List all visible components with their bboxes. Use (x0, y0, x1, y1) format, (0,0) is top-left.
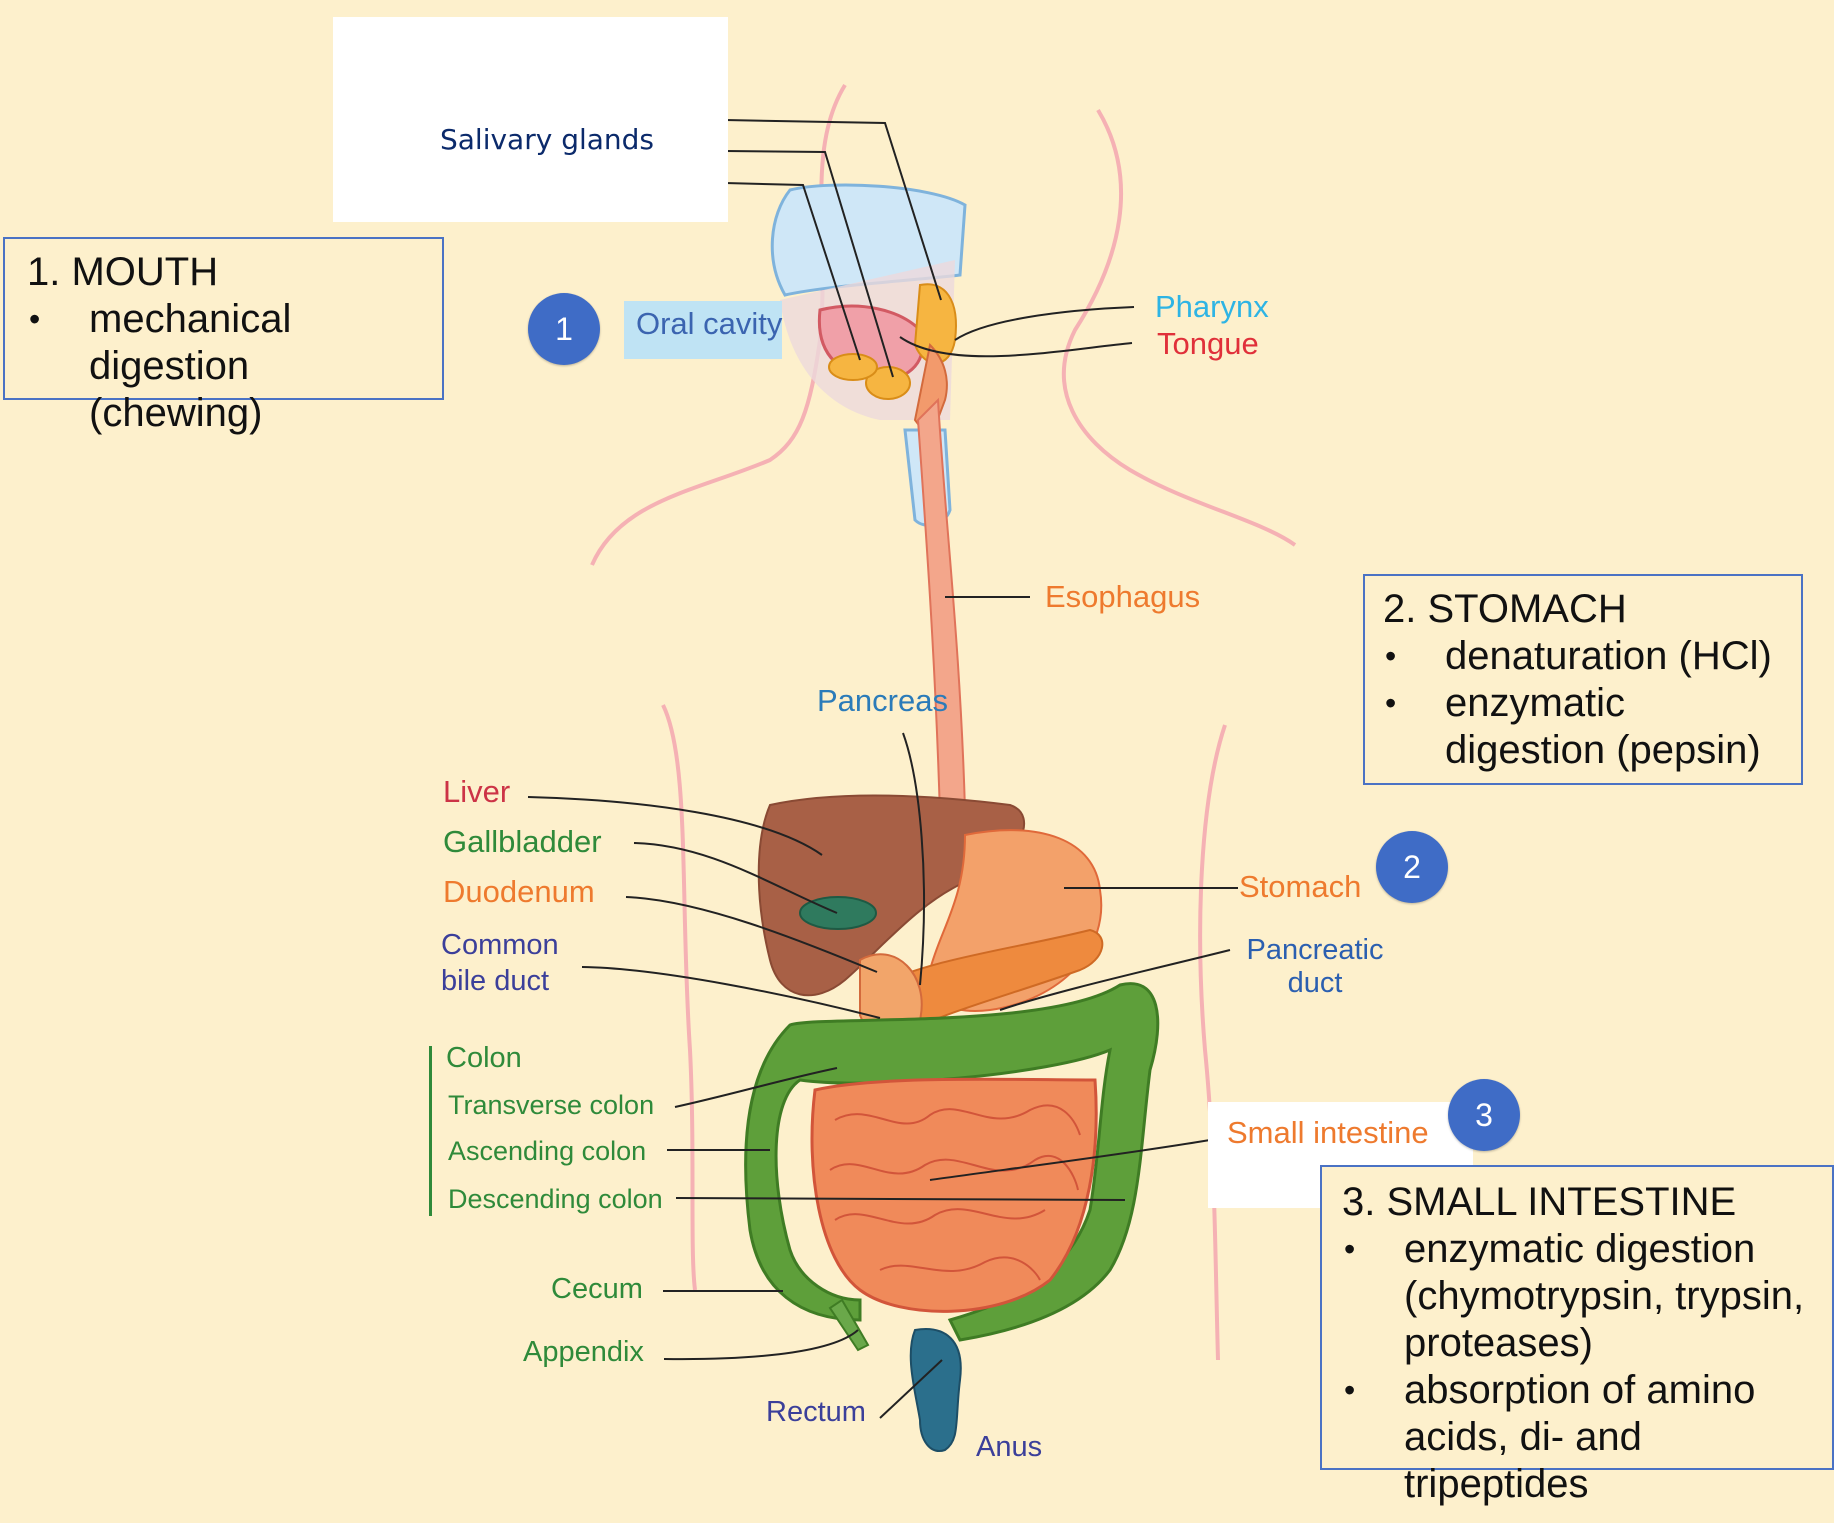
marker-1: 1 (528, 293, 600, 365)
label-small-intestine: Small intestine (1227, 1116, 1429, 1150)
label-pharynx: Pharynx (1155, 290, 1269, 324)
label-pancreas: Pancreas (817, 684, 948, 718)
small-intestine-box-title: 3. SMALL INTESTINE (1342, 1179, 1832, 1226)
label-rectum: Rectum (766, 1395, 866, 1429)
label-ascending-colon: Ascending colon (448, 1134, 646, 1168)
label-tongue: Tongue (1157, 327, 1259, 361)
label-transverse-colon: Transverse colon (448, 1088, 654, 1122)
label-descending-colon: Descending colon (448, 1182, 663, 1216)
label-esophagus: Esophagus (1045, 580, 1200, 614)
label-anus: Anus (976, 1430, 1042, 1464)
salivary-glands-panel (333, 17, 728, 222)
stomach-bullet-1: denaturation (HCl) (1383, 633, 1801, 680)
label-cecum: Cecum (551, 1272, 643, 1306)
mouth-info-box: 1. MOUTH mechanical digestion (chewing) (3, 237, 444, 400)
stomach-info-box: 2. STOMACH denaturation (HCl) enzymatic … (1363, 574, 1803, 785)
label-salivary-glands: Salivary glands (440, 123, 654, 156)
stomach-box-title: 2. STOMACH (1383, 586, 1801, 633)
label-colon: Colon (446, 1041, 522, 1075)
small-intestine-bullet-1: enzymatic digestion (chymotrypsin, tryps… (1342, 1226, 1824, 1367)
marker-3: 3 (1448, 1079, 1520, 1151)
label-appendix: Appendix (523, 1335, 644, 1369)
label-pancreatic-duct: Pancreatic duct (1240, 934, 1390, 1000)
marker-2: 2 (1376, 831, 1448, 903)
label-oral-cavity: Oral cavity (636, 307, 782, 341)
label-stomach: Stomach (1239, 870, 1361, 904)
small-intestine-info-box: 3. SMALL INTESTINE enzymatic digestion (… (1320, 1165, 1834, 1470)
label-liver: Liver (443, 775, 510, 809)
colon-bracket (429, 1046, 432, 1216)
small-intestine-bullets: enzymatic digestion (chymotrypsin, tryps… (1342, 1226, 1832, 1508)
mouth-box-title: 1. MOUTH (27, 249, 442, 296)
salivary-gland-3 (829, 354, 877, 380)
mouth-bullets: mechanical digestion (chewing) (27, 296, 442, 437)
stomach-bullet-2: enzymatic digestion (pepsin) (1383, 680, 1765, 774)
mouth-bullet-1: mechanical digestion (chewing) (27, 296, 409, 437)
rectum-shape (911, 1329, 961, 1451)
stomach-bullets: denaturation (HCl) enzymatic digestion (… (1383, 633, 1801, 774)
label-common-bile-duct: Common bile duct (441, 927, 581, 999)
label-gallbladder: Gallbladder (443, 825, 602, 859)
label-duodenum: Duodenum (443, 875, 595, 909)
esophagus-tube (918, 400, 965, 815)
small-intestine-bullet-2: absorption of amino acids, di- and tripe… (1342, 1367, 1834, 1508)
